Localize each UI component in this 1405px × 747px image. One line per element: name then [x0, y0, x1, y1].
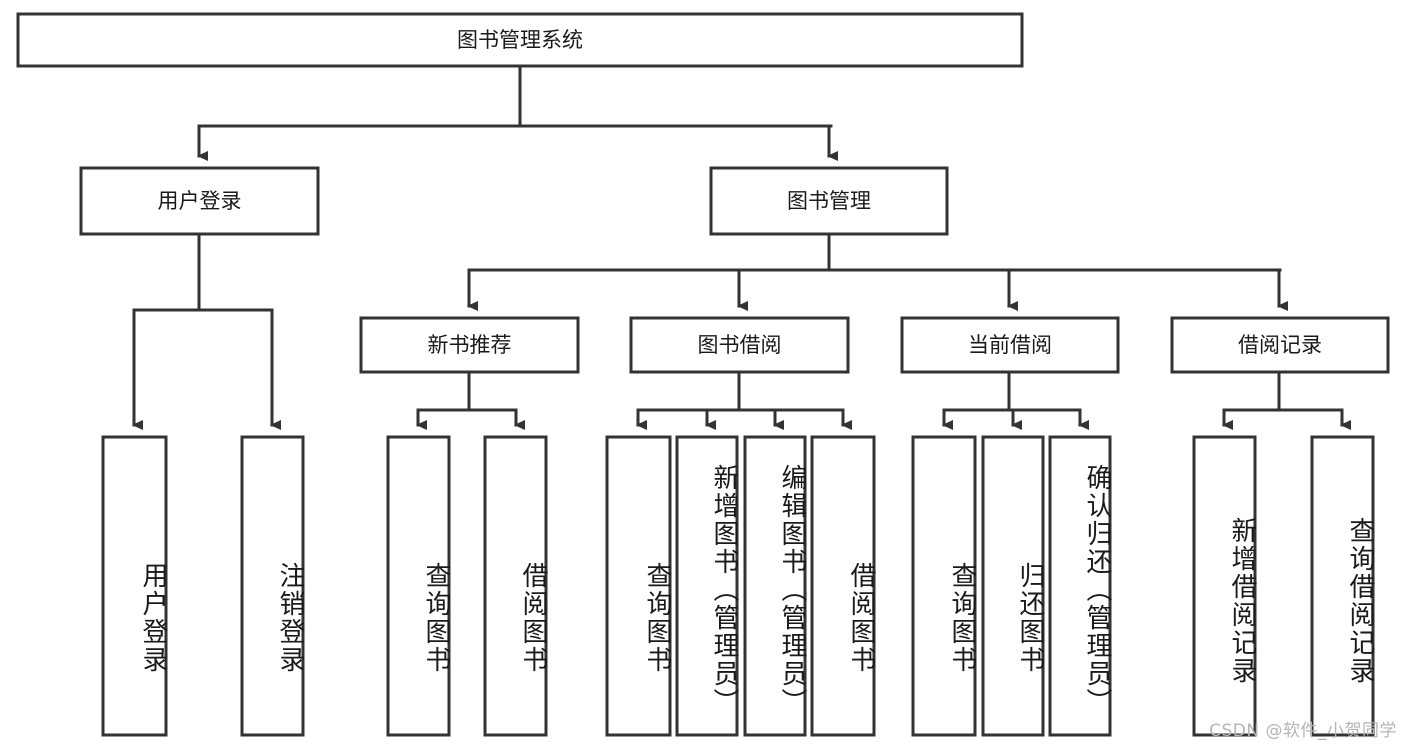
- node-user-login-label: 用户登录: [158, 189, 242, 213]
- node-root[interactable]: 图书管理系统: [16, 12, 1024, 68]
- leaf-box-borrow-book-2[interactable]: [810, 435, 876, 737]
- leaf-box-query-book-3[interactable]: [911, 435, 977, 737]
- node-book-management-box[interactable]: [709, 166, 949, 236]
- node-root-box[interactable]: [16, 12, 1024, 68]
- node-book-management-label: 图书管理: [787, 189, 871, 213]
- leaf-box-query-book-1[interactable]: [386, 435, 451, 737]
- leaf-box-add-book-admin[interactable]: [675, 435, 739, 737]
- node-current-borrow-box[interactable]: [900, 316, 1120, 374]
- node-borrow-record-box[interactable]: [1170, 316, 1390, 374]
- leaf-box-user-login[interactable]: [101, 435, 168, 737]
- node-user-login-box[interactable]: [79, 166, 320, 236]
- leaf-box-group: [101, 435, 1375, 737]
- leaf-box-query-borrow-record[interactable]: [1310, 435, 1375, 737]
- node-book-borrow-box[interactable]: [629, 316, 850, 374]
- leaf-box-borrow-book-1[interactable]: [483, 435, 548, 737]
- leaf-box-add-borrow-record[interactable]: [1192, 435, 1257, 737]
- watermark-text: CSDN @软件_小贺同学: [1209, 721, 1397, 741]
- leaf-box-confirm-return-admin[interactable]: [1048, 435, 1112, 737]
- node-new-book-recommend-label: 新书推荐: [428, 333, 512, 357]
- connector-group: [132, 64, 1351, 430]
- node-borrow-record-label: 借阅记录: [1238, 333, 1322, 357]
- leaf-box-logout[interactable]: [240, 435, 305, 737]
- node-new-book-recommend[interactable]: 新书推荐: [359, 316, 580, 374]
- node-book-borrow-label: 图书借阅: [698, 333, 782, 357]
- leaf-box-edit-book-admin[interactable]: [743, 435, 807, 737]
- leaf-box-return-book[interactable]: [981, 435, 1045, 737]
- node-user-login[interactable]: 用户登录: [79, 166, 320, 236]
- leaf-box-query-book-2[interactable]: [605, 435, 672, 737]
- node-book-borrow[interactable]: 图书借阅: [629, 316, 850, 374]
- node-borrow-record[interactable]: 借阅记录: [1170, 316, 1390, 374]
- node-current-borrow-label: 当前借阅: [968, 333, 1052, 357]
- node-current-borrow[interactable]: 当前借阅: [900, 316, 1120, 374]
- node-root-label: 图书管理系统: [457, 28, 583, 52]
- node-book-management[interactable]: 图书管理: [709, 166, 949, 236]
- node-new-book-recommend-box[interactable]: [359, 316, 580, 374]
